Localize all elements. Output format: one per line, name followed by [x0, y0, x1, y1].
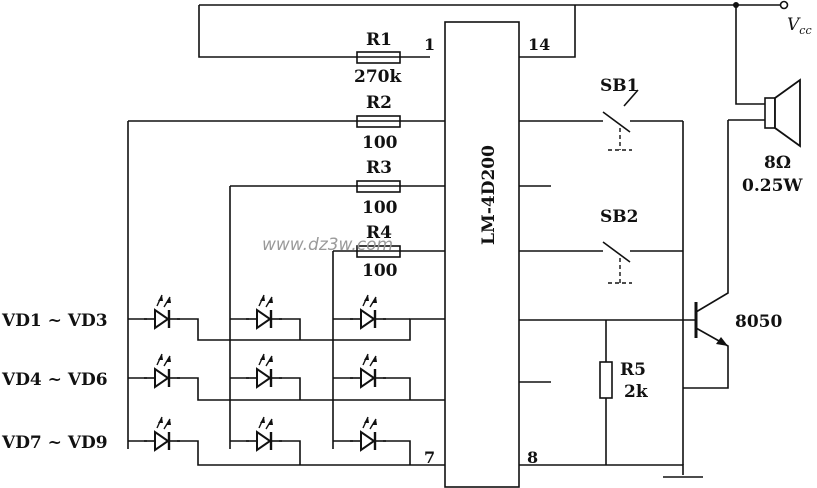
r5-value: 2k [624, 382, 649, 402]
speaker-cone [774, 78, 801, 148]
sb1-blade [602, 111, 631, 133]
row3-wire-a [128, 440, 445, 466]
r4-name: R4 [366, 223, 392, 243]
pin-8-label: 8 [527, 448, 538, 467]
r4-resistor [356, 245, 401, 258]
sb2-label: SB2 [600, 207, 638, 227]
transistor-collector [695, 120, 729, 313]
r2-resistor [356, 115, 401, 128]
speaker-coil [764, 97, 776, 129]
sb2-blade [602, 241, 631, 263]
r2-name: R2 [366, 93, 392, 113]
pin-1-label: 1 [424, 35, 435, 54]
led-group-1-label: VD1 ~ VD3 [1, 311, 108, 331]
led-group-2-label: VD4 ~ VD6 [1, 370, 108, 390]
vcc-terminal [779, 0, 789, 10]
r5-resistor [599, 361, 613, 399]
pin-14-label: 14 [528, 35, 550, 54]
pin14-wire [519, 5, 576, 58]
led-vd5 [244, 352, 284, 389]
row2-wire-b [230, 377, 411, 400]
row1-wire-b [230, 318, 410, 340]
led-vd1 [142, 293, 182, 330]
led-group-3-label: VD7 ~ VD9 [1, 433, 108, 453]
led-vd8 [244, 415, 284, 452]
led-vd6 [348, 352, 388, 389]
led-vd9 [348, 415, 388, 452]
r1-name: R1 [366, 30, 392, 50]
watermark: www.dz3w.com [262, 235, 393, 255]
led-vd7 [142, 415, 182, 452]
r2-value: 100 [362, 133, 398, 153]
vcc-label: Vcc [787, 15, 812, 37]
r5-name: R5 [620, 360, 646, 380]
speaker-top-wire [735, 5, 765, 105]
transistor-emitter [683, 327, 729, 389]
r1-resistor [356, 51, 401, 64]
row1-wire-a [128, 318, 445, 341]
transistor-label: 8050 [735, 312, 782, 332]
speaker-power: 0.25W [742, 176, 803, 196]
chip-label: LM-4D200 [479, 145, 499, 245]
r1-wire [198, 5, 430, 58]
row2-wire-a [128, 377, 445, 401]
lm4d200-chip [444, 21, 520, 488]
sb1-label: SB1 [600, 76, 638, 96]
ground-wire [519, 464, 684, 475]
row3-wire-b [230, 440, 411, 465]
pin-7-label: 7 [424, 448, 435, 467]
speaker-impedance: 8Ω [764, 153, 791, 173]
led-vd4 [142, 352, 182, 389]
r4-value: 100 [362, 261, 398, 281]
led-vd3 [348, 293, 388, 330]
r3-resistor [356, 180, 401, 193]
led-vd2 [244, 293, 284, 330]
r3-value: 100 [362, 198, 398, 218]
r1-value: 270k [354, 67, 402, 87]
r3-name: R3 [366, 158, 392, 178]
